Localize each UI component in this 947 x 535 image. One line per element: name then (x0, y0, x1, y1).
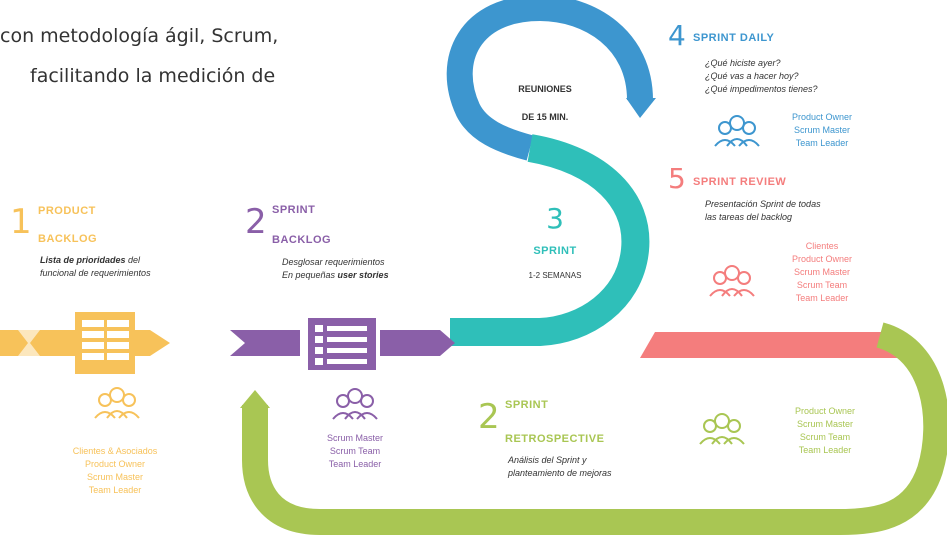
product-backlog-role: Clientes & Asociados (72, 446, 158, 456)
retro-loop-arrowhead (240, 390, 270, 408)
product-backlog-role: Product Owner (84, 459, 146, 469)
retro-title-1: SPRINT (505, 399, 549, 411)
sprint-backlog-desc-2b: user stories (337, 270, 389, 280)
daily-role: Product Owner (791, 112, 853, 122)
intro-line-1: con metodología ágil, Scrum, (0, 25, 279, 47)
review-number: 5 (668, 162, 686, 195)
product-backlog-role: Team Leader (88, 485, 142, 495)
sprint-backlog-role: Scrum Team (329, 446, 381, 456)
product-backlog-desc-bold: Lista de prioridades (40, 255, 126, 265)
sprint-backlog-checklist-icon (308, 318, 376, 370)
retro-role: Team Leader (798, 445, 852, 455)
review-desc-2: las tareas del backlog (705, 212, 793, 222)
sprint-backlog-desc-2a: En pequeñas (282, 270, 338, 280)
sprint-backlog-band-2 (380, 330, 455, 356)
daily-loop-arrowhead (626, 98, 656, 118)
daily-question: ¿Qué hiciste ayer? (705, 58, 781, 68)
retro-desc-1: Análisis del Sprint y (508, 455, 587, 465)
product-backlog-chevron (18, 330, 40, 356)
daily-roles: Product Owner Scrum Master Team Leader (772, 111, 872, 150)
sprint-backlog-roles: Scrum Master Scrum Team Team Leader (305, 432, 405, 471)
daily-question: ¿Qué vas a hacer hoy? (705, 71, 799, 81)
sprint-backlog-title-1: SPRINT (272, 204, 316, 216)
intro-line-2: facilitando la medición de (30, 65, 276, 87)
retro-title: SPRINT RETROSPECTIVE (505, 388, 604, 456)
people-icon-daily (714, 115, 760, 147)
product-backlog-title-2: BACKLOG (38, 233, 98, 245)
people-icon-sprint-backlog (332, 388, 378, 420)
daily-loop-arc (446, 0, 653, 161)
product-backlog-number: 1 (10, 202, 32, 242)
retro-roles: Product Owner Scrum Master Scrum Team Te… (775, 405, 875, 457)
sprint-number: 3 (546, 202, 564, 235)
product-backlog-title: PRODUCT BACKLOG (38, 197, 97, 253)
sprint-backlog-role: Team Leader (328, 459, 382, 469)
sprint-backlog-band (230, 330, 300, 356)
product-backlog-roles: Clientes & Asociados Product Owner Scrum… (40, 445, 190, 497)
daily-role: Team Leader (795, 138, 849, 148)
review-desc: Presentación Sprint de todas las tareas … (705, 198, 821, 224)
people-icon-retro (699, 413, 745, 445)
retro-role: Product Owner (794, 406, 856, 416)
daily-role: Scrum Master (793, 125, 850, 135)
review-role: Team Leader (795, 293, 849, 303)
retro-desc: Análisis del Sprint y planteamiento de m… (508, 454, 612, 480)
meetings-label: REUNIONES DE 15 MIN. (505, 75, 585, 131)
sprint-backlog-desc: Desglosar requerimientos En pequeñas use… (282, 256, 389, 282)
review-title: SPRINT REVIEW (693, 176, 787, 188)
sprint-block: 3 SPRINT 1-2 SEMANAS (520, 202, 590, 281)
people-icon-product-backlog (94, 387, 140, 419)
sprint-backlog-role: Scrum Master (326, 433, 383, 443)
product-backlog-role: Scrum Master (86, 472, 143, 482)
review-role: Scrum Master (793, 267, 850, 277)
retro-title-2: RETROSPECTIVE (505, 433, 605, 445)
sprint-backlog-number: 2 (245, 202, 267, 242)
review-role: Clientes (805, 241, 839, 251)
daily-questions: ¿Qué hiciste ayer? ¿Qué vas a hacer hoy?… (705, 57, 818, 96)
product-backlog-title-1: PRODUCT (38, 205, 96, 217)
sprint-duration: 1-2 SEMANAS (528, 271, 582, 280)
product-backlog-desc-2: funcional de requerimientos (40, 268, 151, 278)
retro-role: Scrum Team (799, 432, 851, 442)
daily-question: ¿Qué impedimentos tienes? (705, 84, 818, 94)
retro-loop-arc (242, 322, 947, 535)
retro-number: 2 (478, 397, 500, 437)
people-icon-review (709, 265, 755, 297)
daily-title: SPRINT DAILY (693, 32, 775, 44)
review-desc-1: Presentación Sprint de todas (705, 199, 821, 209)
sprint-arc (450, 134, 650, 346)
review-band (640, 332, 900, 358)
meetings-line-1: REUNIONES (518, 84, 572, 94)
product-backlog-doc-icon (75, 312, 135, 374)
product-backlog-desc-rest: del (125, 255, 141, 265)
daily-number: 4 (668, 19, 686, 52)
retro-desc-2: planteamiento de mejoras (508, 468, 612, 478)
review-role: Product Owner (791, 254, 853, 264)
sprint-backlog-desc-1: Desglosar requerimientos (282, 257, 385, 267)
sprint-backlog-title-2: BACKLOG (272, 234, 332, 246)
review-role: Scrum Team (796, 280, 848, 290)
sprint-backlog-title: SPRINT BACKLOG (272, 195, 331, 255)
intro-text: con metodología ágil, Scrum, facilitando… (0, 16, 278, 96)
sprint-title: SPRINT (533, 245, 577, 257)
retro-role: Scrum Master (796, 419, 853, 429)
product-backlog-desc: Lista de prioridades del funcional de re… (40, 254, 151, 280)
meetings-line-2: DE 15 MIN. (521, 112, 569, 122)
review-roles: Clientes Product Owner Scrum Master Scru… (772, 240, 872, 305)
